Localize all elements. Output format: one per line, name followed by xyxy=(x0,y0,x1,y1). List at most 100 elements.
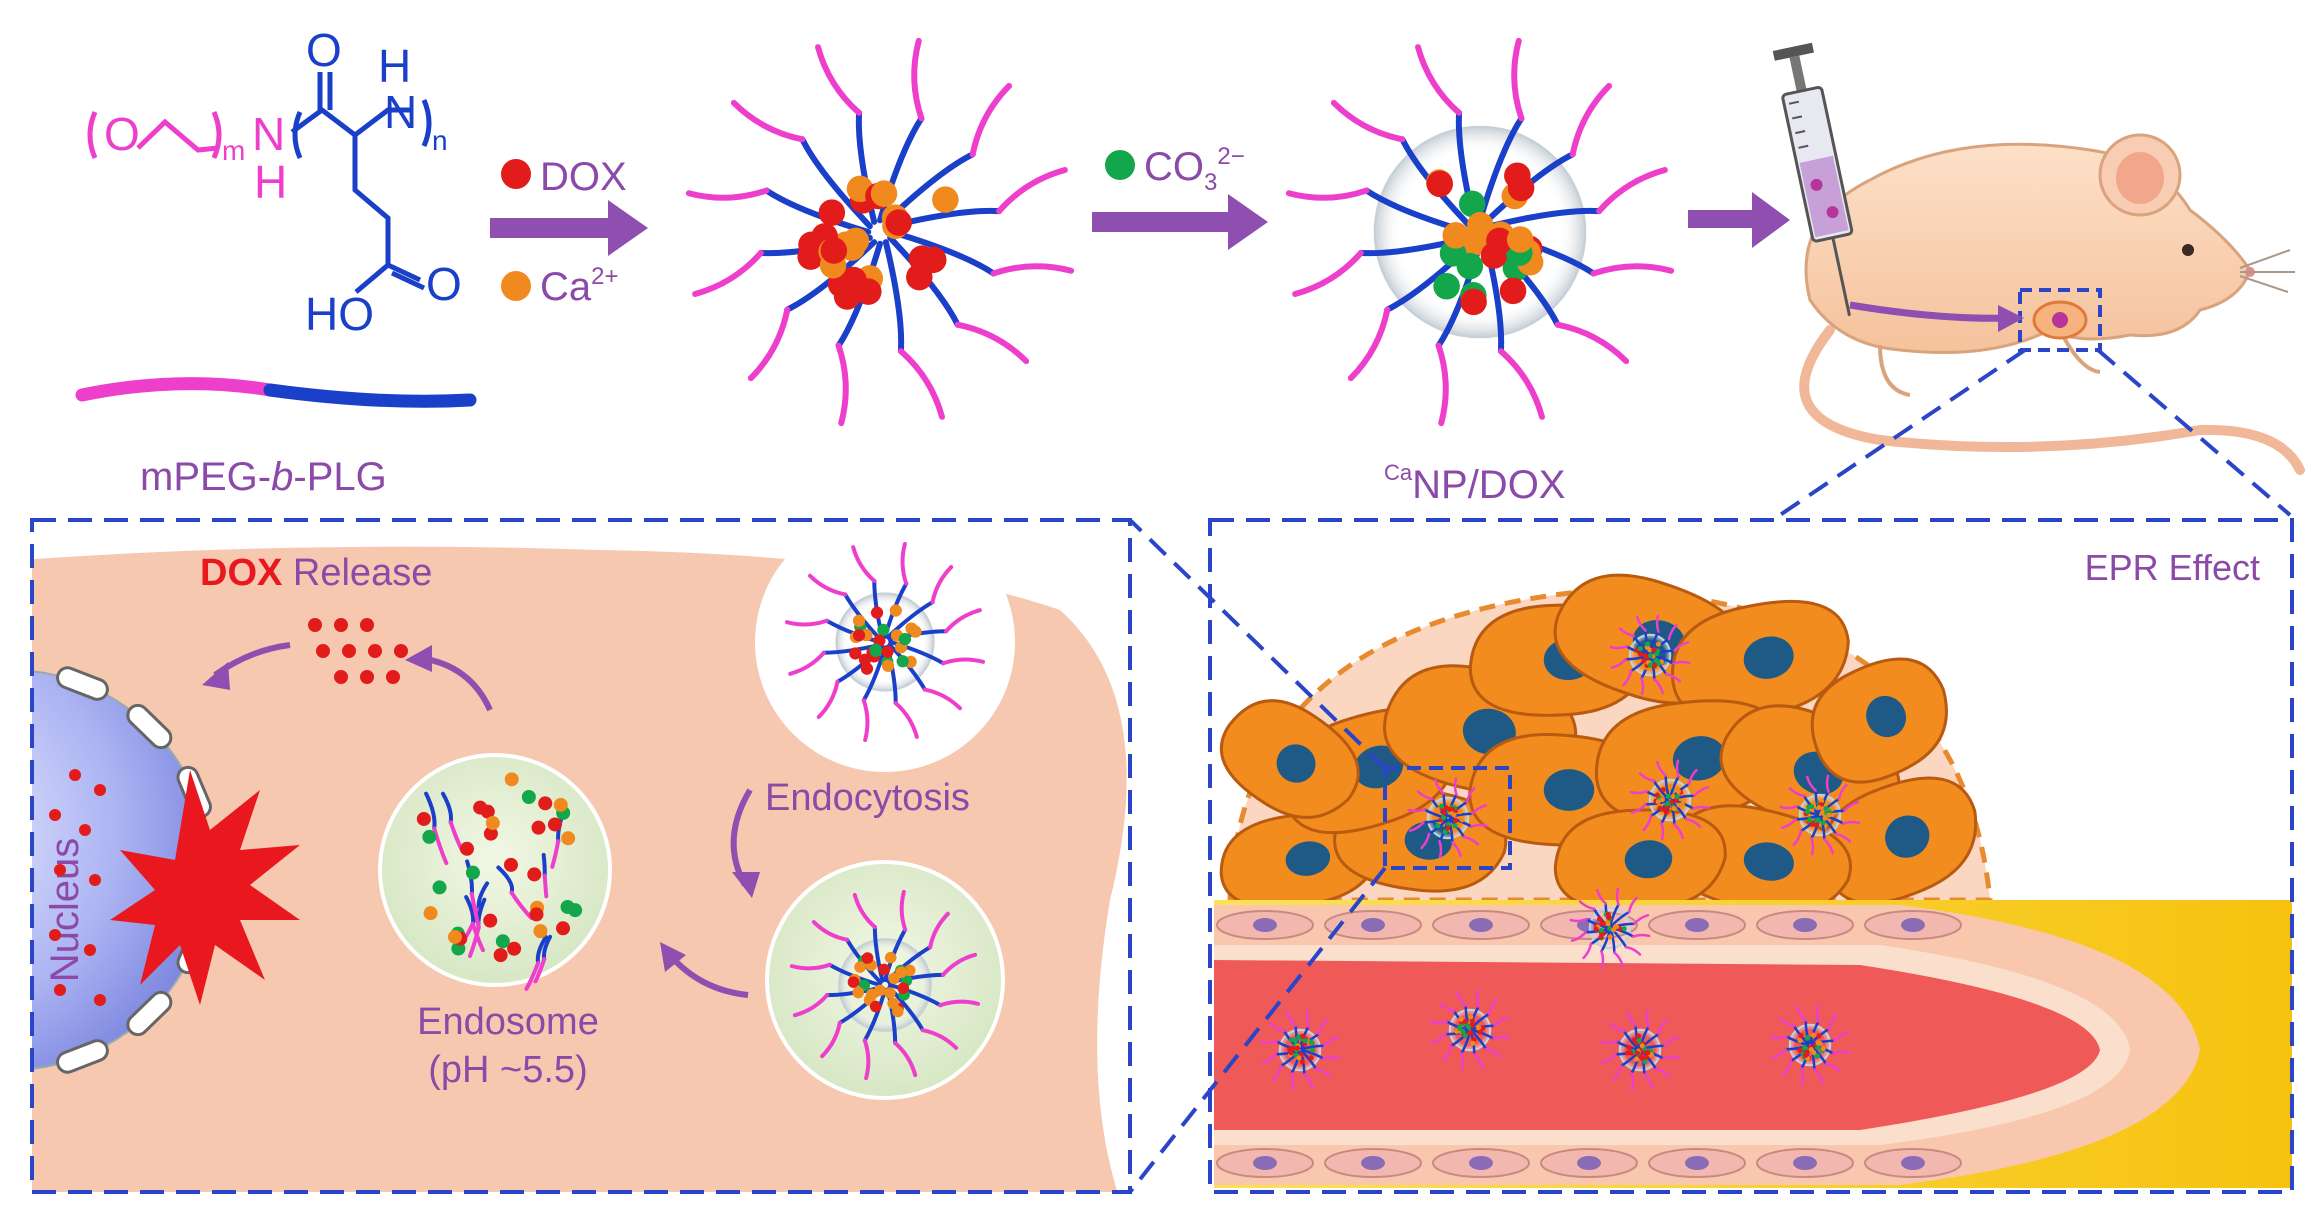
dox-molecule xyxy=(386,670,400,684)
peg-block xyxy=(1843,801,1860,812)
released-particle xyxy=(556,921,571,936)
peg-block xyxy=(1632,933,1651,938)
dox-molecule xyxy=(334,618,348,632)
core-particle xyxy=(878,963,890,976)
endothelial-nucleus xyxy=(1685,1156,1709,1170)
peg-block xyxy=(1314,1067,1332,1078)
tumor-cell-nucleus xyxy=(1276,744,1316,783)
core-particle xyxy=(1654,792,1660,798)
nanoparticle xyxy=(1429,989,1511,1071)
core-particle xyxy=(1433,272,1460,300)
core-particle xyxy=(1292,1037,1298,1043)
peg-block xyxy=(1827,1013,1838,1031)
nuclear-pore xyxy=(126,990,173,1037)
amine-n: N xyxy=(252,108,285,160)
core-particle xyxy=(1434,807,1440,813)
core-particle xyxy=(1460,288,1487,316)
peg-block xyxy=(1260,1053,1277,1064)
plg-block xyxy=(888,640,946,666)
core-particle xyxy=(1443,805,1449,811)
peg-block xyxy=(1569,82,1613,158)
peg-block xyxy=(808,573,848,597)
endothelial-nucleus xyxy=(1901,1156,1925,1170)
endothelial-nucleus xyxy=(1793,1156,1817,1170)
plg-block xyxy=(1608,903,1620,927)
free-peg-chain xyxy=(550,839,561,869)
dox-molecule xyxy=(89,874,101,886)
peg-block xyxy=(1622,669,1633,687)
plg-block xyxy=(835,240,883,349)
dox-molecule xyxy=(360,618,374,632)
carbonyl-o: O xyxy=(306,24,342,76)
core-particle xyxy=(1665,801,1671,807)
peg-block xyxy=(1792,829,1803,847)
peg-block xyxy=(1823,838,1834,855)
free-peg-chain xyxy=(509,890,534,920)
released-particle xyxy=(547,817,562,832)
peg-block xyxy=(1664,672,1682,683)
plg-block xyxy=(1632,634,1650,656)
core-particle xyxy=(1801,1044,1808,1050)
peg-block xyxy=(1782,1059,1793,1077)
peg-block xyxy=(862,1038,871,1081)
core-particle xyxy=(1631,1037,1637,1043)
plg-block xyxy=(1649,655,1656,681)
core-particle xyxy=(1815,1045,1821,1051)
peg-block xyxy=(1630,803,1647,814)
core-particle xyxy=(1815,817,1821,823)
endothelial-nucleus xyxy=(1793,918,1817,932)
peg-block xyxy=(1663,1036,1680,1047)
peg-block xyxy=(911,37,925,122)
endothelial-nucleus xyxy=(1469,918,1493,932)
plg-block xyxy=(1810,1044,1828,1066)
peg-block xyxy=(788,650,826,676)
peg-block xyxy=(1596,166,1668,215)
peg-block xyxy=(1769,1035,1788,1040)
peg-block xyxy=(1487,998,1498,1016)
nucleus-label: Nucleus xyxy=(43,838,87,983)
peg-block xyxy=(1660,822,1665,841)
peg-block xyxy=(1305,1009,1310,1028)
polymer-label: mPEG-b-PLG xyxy=(140,455,387,499)
plg-block xyxy=(888,983,943,1008)
core-particle xyxy=(1469,1018,1475,1024)
peg-block xyxy=(1470,823,1489,828)
plg-block xyxy=(1668,775,1680,799)
peg-block xyxy=(1779,805,1798,810)
peg-block xyxy=(1493,1016,1510,1027)
core-particle xyxy=(1802,1053,1808,1059)
peg-block xyxy=(1618,627,1636,638)
core-particle xyxy=(1651,647,1657,653)
peg-block xyxy=(1780,818,1797,829)
core-particle xyxy=(1614,924,1620,930)
peg-block xyxy=(941,657,986,666)
core-particle xyxy=(1468,1014,1474,1020)
core-particle xyxy=(1654,651,1660,657)
core-particle xyxy=(1807,816,1813,823)
dox-molecule xyxy=(94,994,106,1006)
peg-block xyxy=(1407,808,1426,813)
free-peg-chain xyxy=(468,925,481,958)
core-particle xyxy=(1639,1055,1645,1061)
peg-block xyxy=(1484,1047,1502,1058)
dox-molecule xyxy=(69,769,81,781)
peg-block xyxy=(1434,778,1445,795)
released-particle xyxy=(473,800,488,815)
core-particle xyxy=(892,1005,904,1018)
free-peg-chain xyxy=(524,960,541,991)
core-particle xyxy=(1606,914,1612,920)
nanoparticle xyxy=(1629,759,1711,841)
dox-release-label: DOX Release xyxy=(200,552,432,594)
peg-block xyxy=(784,618,829,627)
nuclear-pore xyxy=(126,703,173,750)
core-particle xyxy=(1626,1045,1632,1051)
core-particle xyxy=(1676,802,1682,808)
peg-block xyxy=(811,920,850,942)
plg-block xyxy=(1808,1020,1820,1044)
tumor-panel-frame xyxy=(1208,518,2294,1194)
peg-block xyxy=(792,993,829,1018)
core-particle xyxy=(1465,1024,1471,1030)
core-particle xyxy=(1607,934,1613,940)
plg-block xyxy=(1299,1032,1321,1050)
plg-block xyxy=(883,927,908,982)
